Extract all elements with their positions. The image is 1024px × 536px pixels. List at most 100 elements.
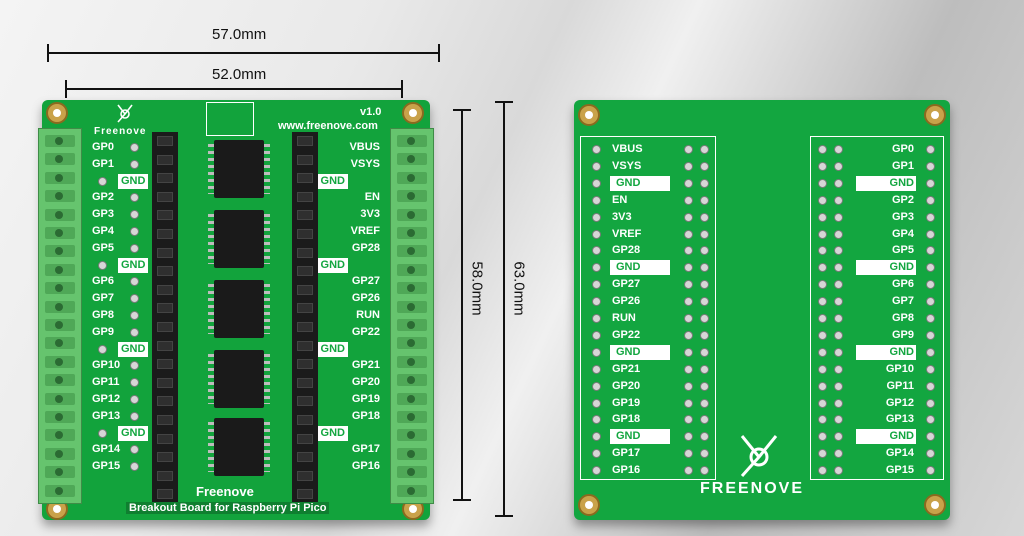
pin-label: GP6	[891, 278, 914, 291]
solder-pad	[130, 277, 139, 287]
solder-pad	[834, 466, 843, 476]
header-pin	[157, 470, 173, 481]
pin-label: GP28	[612, 244, 641, 257]
solder-pad	[818, 432, 827, 442]
solder-pad	[834, 364, 843, 374]
pin-label: GP21	[351, 359, 380, 372]
pin-label: GP7	[891, 295, 914, 308]
solder-pad	[926, 381, 935, 391]
solder-pad	[130, 193, 139, 203]
pin-label: GND	[889, 430, 914, 443]
solder-pad	[700, 415, 709, 425]
solder-pad	[818, 161, 827, 171]
solder-pad	[700, 314, 709, 323]
pin-label: GP12	[92, 393, 121, 405]
pin-label: GP0	[891, 143, 914, 155]
solder-pad	[592, 297, 601, 307]
pin-label: GP22	[351, 325, 380, 338]
header-pin	[297, 470, 313, 481]
solder-pad	[684, 246, 693, 256]
solder-pad	[592, 229, 601, 239]
header-pin	[297, 284, 313, 295]
pin-label: GP5	[92, 241, 115, 254]
solder-pad	[684, 415, 693, 425]
terminal-screw	[45, 411, 75, 423]
solder-pad	[684, 195, 693, 205]
solder-pad	[98, 176, 107, 186]
solder-pad	[700, 246, 709, 256]
terminal-screw	[45, 135, 75, 147]
pin-label: GND	[317, 341, 348, 357]
solder-pad	[700, 466, 709, 476]
pin-label: GP10	[885, 362, 914, 375]
solder-pad	[130, 143, 139, 152]
terminal-screw	[45, 208, 75, 221]
pin-label: GND	[616, 261, 641, 274]
terminal-screw	[397, 282, 427, 295]
gnd-silkscreen-box	[856, 344, 916, 360]
pin-label: GP9	[92, 325, 115, 338]
solder-pad	[834, 195, 843, 205]
solder-pad	[684, 229, 693, 239]
gnd-silkscreen-box	[610, 260, 670, 276]
solder-pad	[592, 145, 601, 154]
pin-label: GP8	[92, 309, 115, 321]
pin-label: GP6	[92, 275, 115, 288]
pin-label: GP3	[891, 210, 914, 223]
header-pin	[297, 229, 313, 239]
header-pin	[297, 210, 313, 221]
header-pin	[157, 173, 173, 184]
dimension-label-58: 58.0mm	[468, 261, 486, 316]
solder-pad	[834, 212, 843, 222]
pin-label: 3V3	[360, 208, 380, 221]
pin-label: RUN	[612, 312, 636, 324]
solder-pad	[130, 395, 139, 404]
pin-label: VBUS	[349, 141, 380, 153]
header-pin	[157, 415, 173, 425]
ic-chip	[208, 140, 270, 198]
solder-pad	[818, 229, 827, 239]
solder-pad	[130, 411, 139, 421]
solder-pad	[684, 280, 693, 290]
header-pin	[297, 247, 313, 258]
pin-label: GND	[118, 341, 149, 357]
terminal-screw	[397, 227, 427, 239]
terminal-screw	[45, 355, 75, 368]
solder-pad	[592, 246, 601, 256]
solder-pad	[834, 263, 843, 273]
ic-chip	[208, 280, 270, 338]
solder-pad	[834, 178, 843, 188]
header-pin	[157, 359, 173, 370]
terminal-screw	[45, 429, 75, 442]
solder-pad	[818, 212, 827, 222]
solder-pad	[700, 381, 709, 391]
solder-pad	[592, 280, 601, 290]
solder-pad	[684, 314, 693, 323]
header-pin	[157, 452, 173, 463]
mounting-hole	[578, 104, 600, 126]
mounting-hole	[402, 102, 424, 124]
terminal-screw	[45, 227, 75, 239]
solder-pad	[700, 432, 709, 442]
pin-label: GP13	[92, 409, 121, 422]
pin-label: GP19	[351, 393, 380, 405]
solder-pad	[926, 212, 935, 222]
terminal-screw	[45, 190, 75, 203]
terminal-screw	[45, 300, 75, 313]
pin-label: GP20	[351, 376, 380, 389]
gnd-silkscreen-box	[856, 260, 916, 276]
gnd-silkscreen-box	[610, 344, 670, 360]
pin-label: GND	[616, 176, 641, 189]
solder-pad	[834, 314, 843, 323]
solder-pad	[684, 381, 693, 391]
solder-pad	[834, 280, 843, 290]
terminal-screw	[397, 337, 427, 350]
solder-pad	[818, 263, 827, 273]
header-pin	[297, 136, 313, 146]
header-pin	[297, 433, 313, 444]
pin-label: VREF	[612, 227, 642, 240]
pin-label: GP28	[351, 241, 380, 254]
pin-label: GP20	[612, 379, 641, 392]
mounting-hole	[578, 494, 600, 516]
solder-pad	[592, 212, 601, 222]
